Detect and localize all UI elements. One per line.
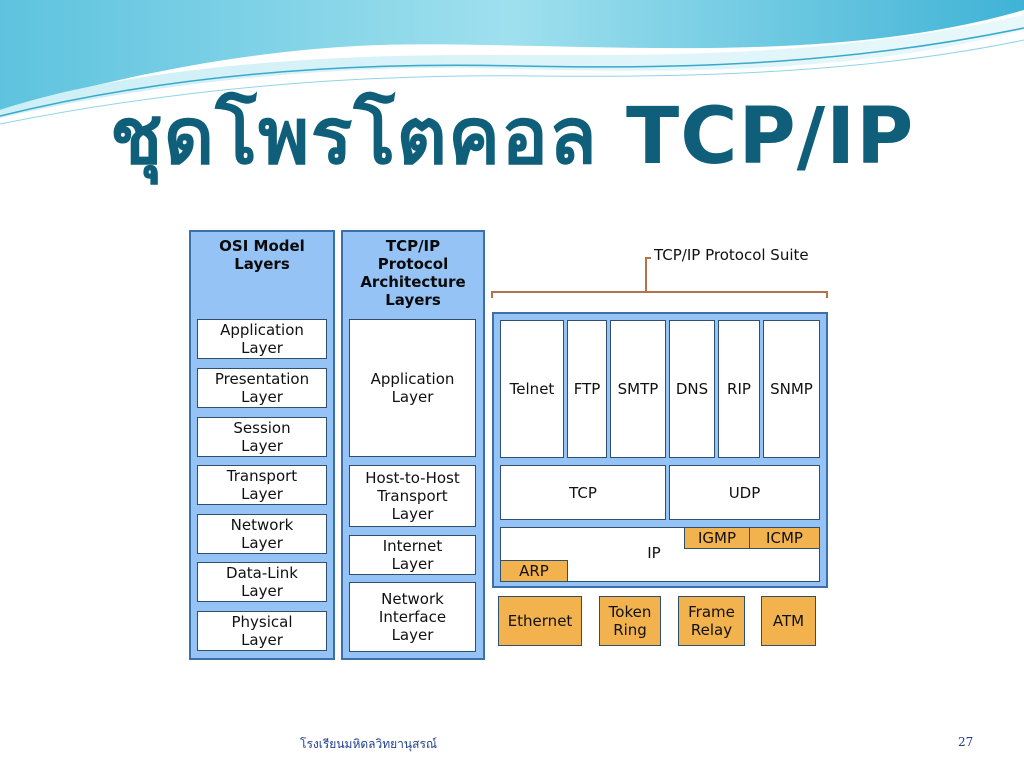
tcpip-architecture-column: TCP/IP Protocol Architecture Layers Appl… <box>341 230 485 660</box>
protocol-ftp: FTP <box>567 320 607 458</box>
protocol-dns: DNS <box>669 320 715 458</box>
footer-school-name: โรงเรียนมหิดลวิทยานุสรณ์ <box>300 737 438 751</box>
protocol-suite-box: Telnet FTP SMTP DNS RIP SNMP TCP UDP IP … <box>492 312 828 588</box>
osi-network-layer: Network Layer <box>197 514 327 554</box>
tcpip-column-header: TCP/IP Protocol Architecture Layers <box>360 237 466 309</box>
protocol-icmp: ICMP <box>749 527 820 549</box>
protocol-arp: ARP <box>500 560 568 582</box>
protocol-telnet: Telnet <box>500 320 564 458</box>
protocol-tcp: TCP <box>500 465 666 520</box>
protocol-atm: ATM <box>761 596 816 646</box>
protocol-suite-label: TCP/IP Protocol Suite <box>654 246 809 264</box>
protocol-token-ring: Token Ring <box>599 596 661 646</box>
osi-presentation-layer: Presentation Layer <box>197 368 327 408</box>
protocol-udp: UDP <box>669 465 820 520</box>
suite-brace <box>491 257 828 298</box>
protocol-smtp: SMTP <box>610 320 666 458</box>
osi-model-column: OSI Model Layers Application Layer Prese… <box>189 230 335 660</box>
protocol-ethernet: Ethernet <box>498 596 582 646</box>
protocol-ip: IP <box>647 544 661 562</box>
header-wave-decoration <box>0 0 1024 125</box>
protocol-frame-relay: Frame Relay <box>678 596 745 646</box>
tcpip-host-to-host-transport-layer: Host-to-Host Transport Layer <box>349 465 476 527</box>
footer-page-number: 27 <box>958 735 974 749</box>
protocol-snmp: SNMP <box>763 320 820 458</box>
osi-application-layer: Application Layer <box>197 319 327 359</box>
protocol-igmp: IGMP <box>684 527 750 549</box>
osi-physical-layer: Physical Layer <box>197 611 327 651</box>
osi-transport-layer: Transport Layer <box>197 465 327 505</box>
protocol-rip: RIP <box>718 320 760 458</box>
osi-session-layer: Session Layer <box>197 417 327 457</box>
osi-column-header: OSI Model Layers <box>219 237 305 273</box>
tcpip-internet-layer: Internet Layer <box>349 535 476 575</box>
tcpip-diagram: OSI Model Layers Application Layer Prese… <box>189 230 835 660</box>
osi-data-link-layer: Data-Link Layer <box>197 562 327 602</box>
slide-title: ชุดโพรโตคอล TCP/IP <box>109 92 915 182</box>
tcpip-network-interface-layer: Network Interface Layer <box>349 582 476 652</box>
tcpip-application-layer: Application Layer <box>349 319 476 457</box>
